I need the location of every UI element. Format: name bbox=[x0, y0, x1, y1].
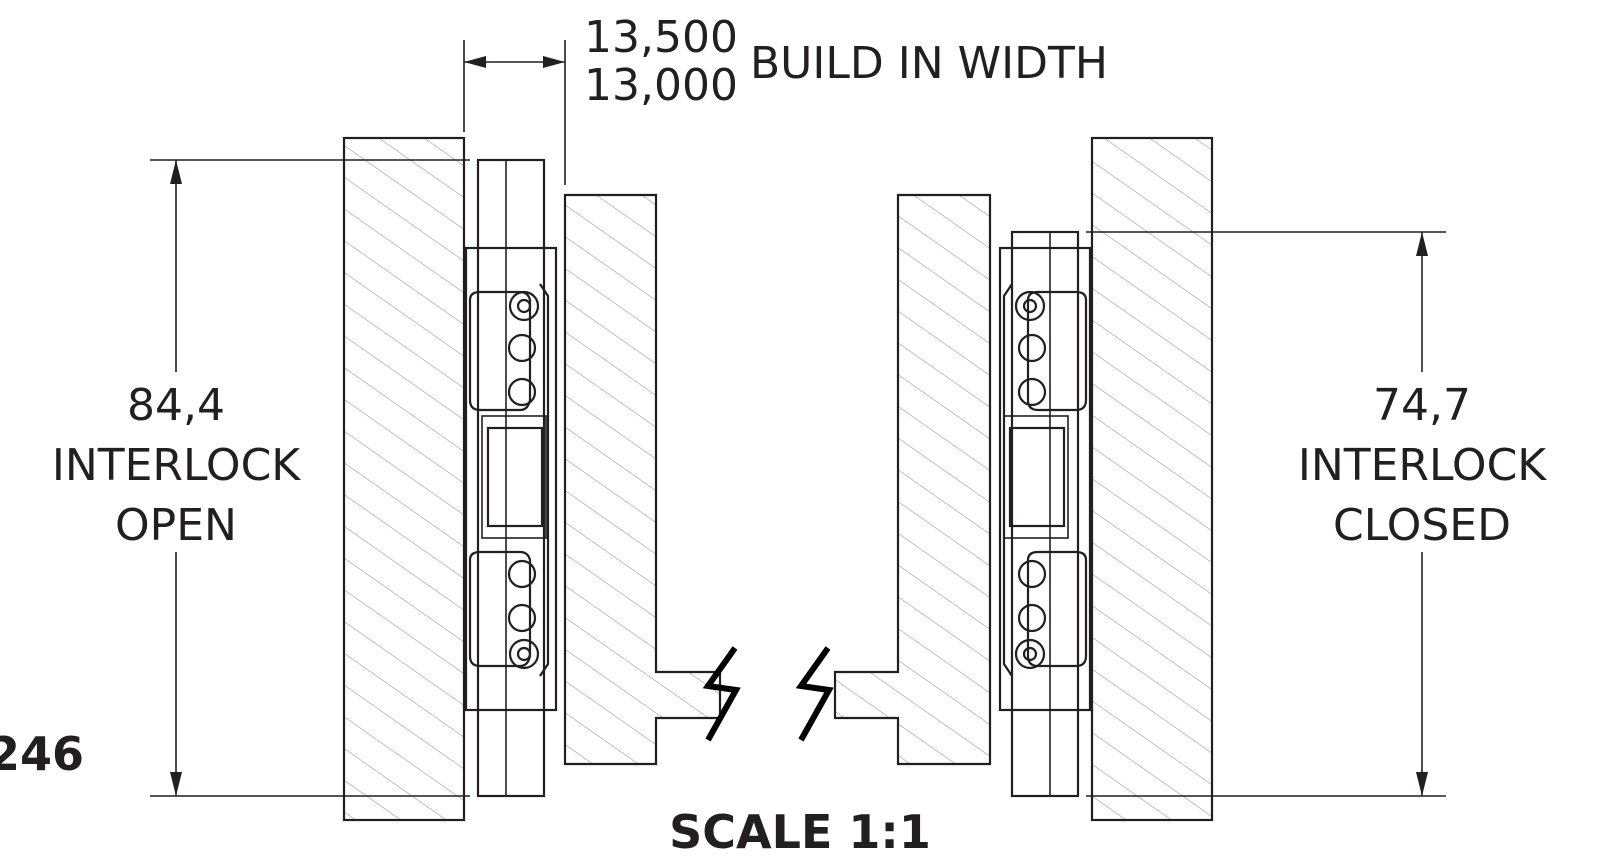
right-dimension-line3: CLOSED bbox=[1333, 500, 1511, 551]
break-symbol-left bbox=[702, 646, 741, 742]
right-cabinet-wall bbox=[1090, 136, 1214, 822]
build-width-lower-value: 13,000 bbox=[584, 60, 738, 111]
build-width-dimension bbox=[463, 40, 566, 185]
left-cabinet-wall bbox=[342, 136, 466, 822]
right-slide-assembly bbox=[998, 230, 1092, 798]
left-slide-assembly bbox=[464, 158, 558, 798]
break-symbol-right bbox=[795, 646, 834, 742]
left-dimension-line3: OPEN bbox=[115, 500, 237, 551]
scale-label: SCALE 1:1 bbox=[669, 805, 931, 859]
build-width-upper-value: 13,500 bbox=[584, 12, 738, 63]
left-height-dimension bbox=[150, 159, 470, 797]
right-height-dimension bbox=[1086, 231, 1446, 797]
left-dimension-line2: INTERLOCK bbox=[52, 440, 301, 491]
right-dimension-line2: INTERLOCK bbox=[1298, 440, 1547, 491]
edge-fragment-text: 246 bbox=[0, 727, 84, 781]
right-dimension-value: 74,7 bbox=[1373, 380, 1471, 431]
left-dimension-value: 84,4 bbox=[127, 380, 225, 431]
right-drawer-side bbox=[833, 193, 992, 766]
left-drawer-side bbox=[563, 193, 722, 766]
build-width-label: BUILD IN WIDTH bbox=[750, 38, 1108, 89]
